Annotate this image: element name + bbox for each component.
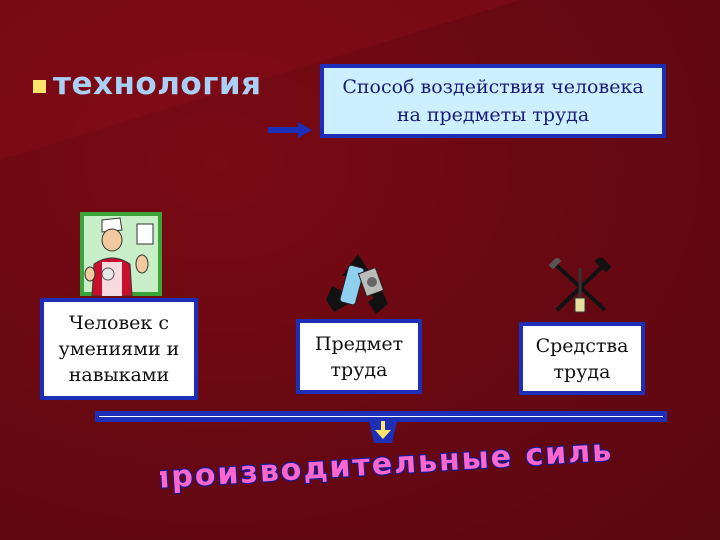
tools-label-box: Средства труда (519, 322, 645, 395)
crossed-tools-icon (548, 258, 612, 313)
conclusion-wordart: производительные силы (160, 436, 610, 496)
definition-box: Способ воздействия человека на предметы … (320, 64, 666, 138)
conclusion-text: производительные силы (160, 436, 610, 496)
object-label-box: Предмет труда (296, 319, 422, 394)
right-arrow-icon (268, 122, 312, 138)
bullet-square (33, 80, 46, 93)
connector-bar (95, 411, 667, 422)
person-worker-icon (80, 212, 162, 296)
person-label-box: Человек с умениями и навыками (40, 298, 198, 400)
recycle-icon (326, 254, 388, 314)
slide-title: технология (53, 66, 262, 102)
down-arrow-icon (368, 417, 398, 443)
